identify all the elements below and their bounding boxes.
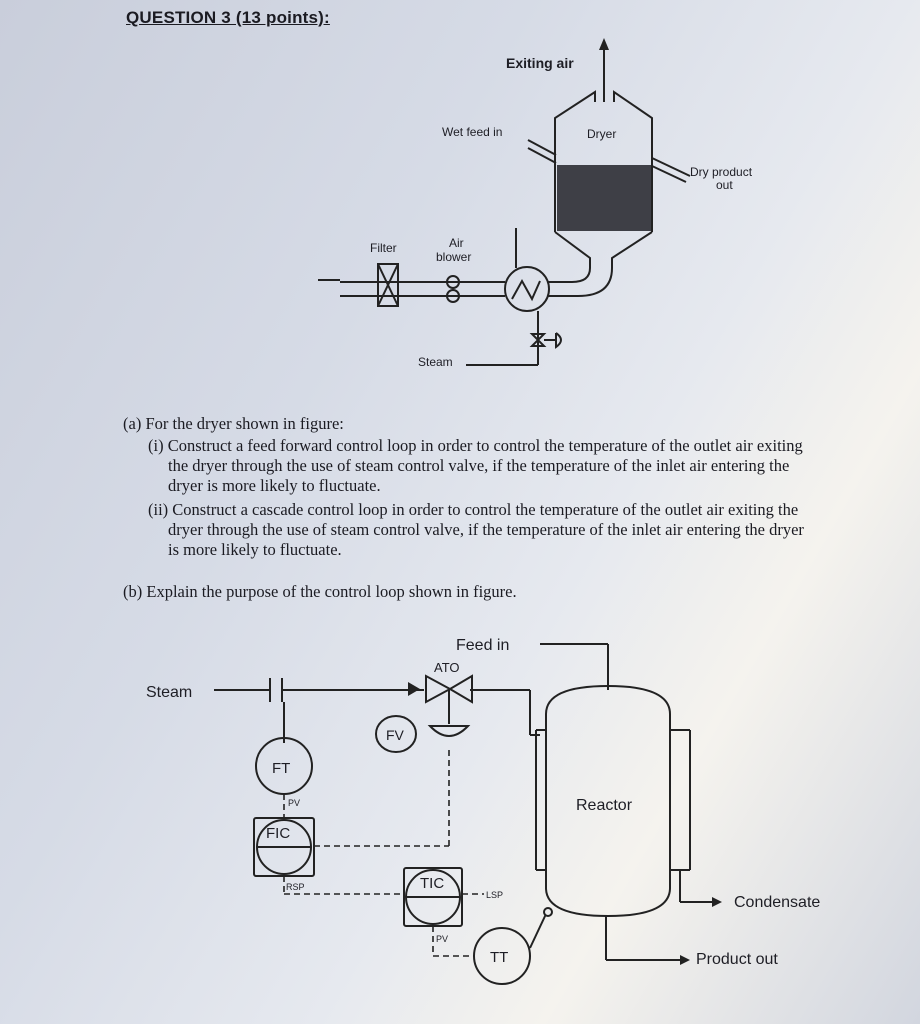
dryer-label: Dryer	[587, 127, 616, 141]
blower-label: blower	[436, 250, 471, 264]
question-a-i-line2: the dryer through the use of steam contr…	[168, 456, 790, 475]
question-heading: QUESTION 3 (13 points):	[126, 8, 330, 27]
condensate-label: Condensate	[734, 894, 820, 911]
wet-feed-label: Wet feed in	[442, 125, 502, 139]
question-b: (b) Explain the purpose of the control l…	[123, 582, 517, 601]
question-a-ii-line2: dryer through the use of steam control v…	[168, 520, 804, 539]
reactor-diagram: Feed in ATO Steam FV FT PV FIC RSP TIC L…	[146, 637, 820, 985]
rsp-label: RSP	[286, 882, 305, 892]
dry-product-out-label: out	[716, 178, 733, 192]
pv-label-tt: PV	[436, 934, 448, 944]
filter-label: Filter	[370, 241, 397, 255]
ato-label: ATO	[434, 660, 460, 675]
product-out-label: Product out	[696, 951, 778, 968]
dryer-bed	[557, 165, 651, 231]
dry-product-label: Dry product	[690, 165, 753, 179]
pv-label-ft: PV	[288, 798, 300, 808]
tic-label: TIC	[420, 875, 444, 892]
fv-label: FV	[386, 727, 405, 743]
reactor-label: Reactor	[576, 797, 633, 814]
feed-in-label: Feed in	[456, 637, 509, 654]
ft-label: FT	[272, 760, 290, 777]
fic-label: FIC	[266, 825, 290, 842]
exiting-air-label: Exiting air	[506, 55, 574, 71]
lsp-label: LSP	[486, 890, 503, 900]
question-a-ii-line1: (ii) Construct a cascade control loop in…	[148, 500, 799, 519]
question-a-i-line1: (i) Construct a feed forward control loo…	[148, 436, 803, 455]
question-a-intro: (a) For the dryer shown in figure:	[123, 414, 344, 433]
question-a-ii-line3: is more likely to fluctuate.	[168, 540, 342, 559]
air-label: Air	[449, 236, 464, 250]
steam-label: Steam	[418, 355, 453, 369]
question-a-i-line3: dryer is more likely to fluctuate.	[168, 476, 381, 495]
tt-label: TT	[490, 949, 508, 966]
dryer-diagram: Exiting air Wet feed in Dryer Dry produc…	[318, 38, 753, 369]
steam-inlet-label: Steam	[146, 684, 192, 701]
